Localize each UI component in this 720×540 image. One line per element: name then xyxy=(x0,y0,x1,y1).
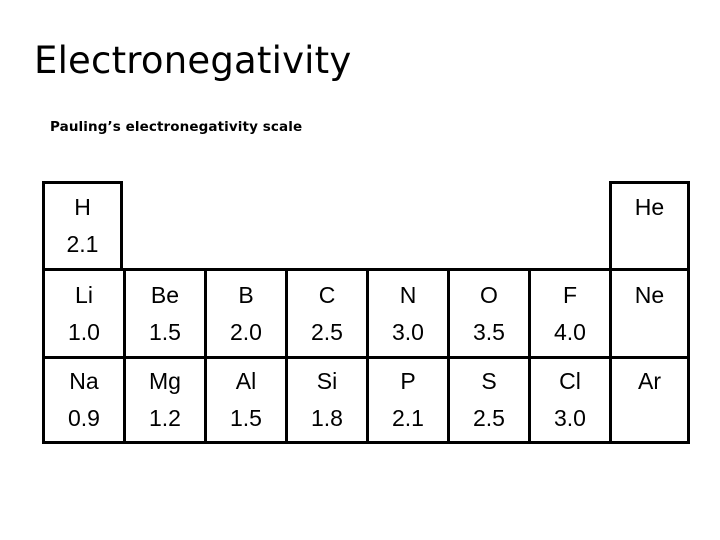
element-cell-h[interactable]: H 2.1 xyxy=(42,181,123,268)
element-symbol: N xyxy=(399,281,417,308)
element-symbol: Ar xyxy=(638,368,661,394)
element-symbol: F xyxy=(562,281,578,308)
electronegativity-value: 1.2 xyxy=(149,405,181,431)
element-cell-cl[interactable]: Cl 3.0 xyxy=(528,356,609,444)
electronegativity-value: 4.0 xyxy=(554,318,586,345)
element-cell-ne[interactable]: Ne xyxy=(609,268,690,356)
element-symbol: Be xyxy=(150,281,180,308)
element-symbol: Cl xyxy=(559,368,581,394)
page-title: Electronegativity xyxy=(34,39,352,82)
empty-cell xyxy=(366,181,447,268)
empty-cell xyxy=(123,181,204,268)
element-symbol: P xyxy=(400,368,416,394)
electronegativity-value: 3.0 xyxy=(392,318,424,345)
element-cell-c[interactable]: C 2.5 xyxy=(285,268,366,356)
element-cell-be[interactable]: Be 1.5 xyxy=(123,268,204,356)
element-cell-b[interactable]: B 2.0 xyxy=(204,268,285,356)
element-cell-n[interactable]: N 3.0 xyxy=(366,268,447,356)
element-cell-al[interactable]: Al 1.5 xyxy=(204,356,285,444)
electronegativity-value: 1.8 xyxy=(311,405,343,431)
element-symbol: H xyxy=(74,194,91,220)
element-symbol: He xyxy=(634,194,665,220)
element-cell-he[interactable]: He xyxy=(609,181,690,268)
subtitle-text: Pauling’s electronegativity scale xyxy=(50,119,303,135)
element-symbol: S xyxy=(481,368,497,394)
element-cell-mg[interactable]: Mg 1.2 xyxy=(123,356,204,444)
table-row: H 2.1 He xyxy=(42,181,690,268)
electronegativity-value: 3.0 xyxy=(554,405,586,431)
element-cell-na[interactable]: Na 0.9 xyxy=(42,356,123,444)
element-symbol: Si xyxy=(316,368,338,394)
electronegativity-value: 2.0 xyxy=(230,318,262,345)
element-cell-ar[interactable]: Ar xyxy=(609,356,690,444)
element-symbol: Li xyxy=(75,281,93,308)
element-symbol: B xyxy=(238,281,254,308)
electronegativity-value: 2.5 xyxy=(473,405,505,431)
electronegativity-value: 2.1 xyxy=(66,231,99,257)
element-symbol: Na xyxy=(69,368,99,394)
element-cell-li[interactable]: Li 1.0 xyxy=(42,268,123,356)
element-cell-p[interactable]: P 2.1 xyxy=(366,356,447,444)
electronegativity-value: 1.0 xyxy=(68,318,100,345)
empty-cell xyxy=(204,181,285,268)
electronegativity-value: 2.1 xyxy=(392,405,424,431)
element-symbol: Al xyxy=(235,368,257,394)
electronegativity-value: 0.9 xyxy=(68,405,100,431)
element-cell-s[interactable]: S 2.5 xyxy=(447,356,528,444)
empty-cell xyxy=(285,181,366,268)
element-symbol: C xyxy=(318,281,336,308)
element-symbol: Ne xyxy=(634,281,665,308)
element-symbol: Mg xyxy=(149,368,181,394)
electronegativity-value: 3.5 xyxy=(473,318,505,345)
element-symbol: O xyxy=(480,281,498,308)
electronegativity-value: 1.5 xyxy=(149,318,181,345)
table-row: Li 1.0 Be 1.5 B 2.0 C 2.5 N 3.0 O 3.5 F 4.0 Ne xyxy=(42,268,690,356)
element-cell-si[interactable]: Si 1.8 xyxy=(285,356,366,444)
electronegativity-value: 1.5 xyxy=(230,405,262,431)
empty-cell xyxy=(528,181,609,268)
element-cell-f[interactable]: F 4.0 xyxy=(528,268,609,356)
electronegativity-value: 2.5 xyxy=(311,318,343,345)
element-cell-o[interactable]: O 3.5 xyxy=(447,268,528,356)
table-row: Na 0.9 Mg 1.2 Al 1.5 Si 1.8 P 2.1 S 2.5 Cl 3.0 Ar xyxy=(42,356,690,444)
empty-cell xyxy=(447,181,528,268)
